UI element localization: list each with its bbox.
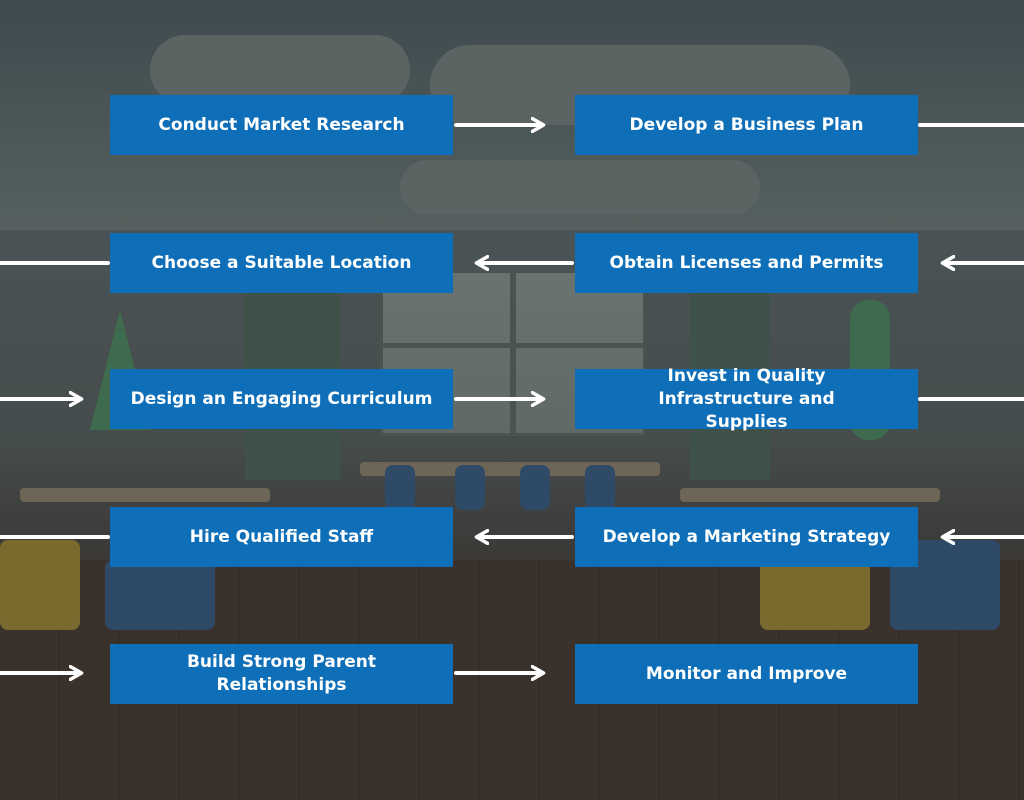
- step-design-curriculum: Design an Engaging Curriculum: [110, 369, 453, 429]
- window-frame-vertical: [510, 273, 516, 433]
- chair-blue-center-4: [585, 465, 615, 510]
- step-choose-location: Choose a Suitable Location: [110, 233, 453, 293]
- step-invest-infrastructure: Invest in Quality Infrastructure and Sup…: [575, 366, 918, 432]
- chair-yellow-right: [760, 560, 870, 630]
- ceiling-cloud-1: [150, 35, 410, 105]
- step-marketing-strategy: Develop a Marketing Strategy: [575, 507, 918, 567]
- window-frame-horizontal: [383, 343, 643, 348]
- step-monitor-improve: Monitor and Improve: [575, 644, 918, 704]
- chair-yellow-left: [0, 540, 80, 630]
- chair-blue-center-2: [455, 465, 485, 510]
- chair-blue-center-3: [520, 465, 550, 510]
- step-develop-business-plan: Develop a Business Plan: [575, 95, 918, 155]
- table-right: [680, 488, 940, 502]
- step-hire-staff: Hire Qualified Staff: [110, 507, 453, 567]
- step-parent-relationships: Build Strong Parent Relationships: [110, 644, 453, 704]
- chair-blue-left: [105, 560, 215, 630]
- step-obtain-licenses: Obtain Licenses and Permits: [575, 233, 918, 293]
- ceiling-cloud-3: [400, 160, 760, 215]
- chair-blue-center-1: [385, 465, 415, 510]
- table-left: [20, 488, 270, 502]
- step-conduct-market-research: Conduct Market Research: [110, 95, 453, 155]
